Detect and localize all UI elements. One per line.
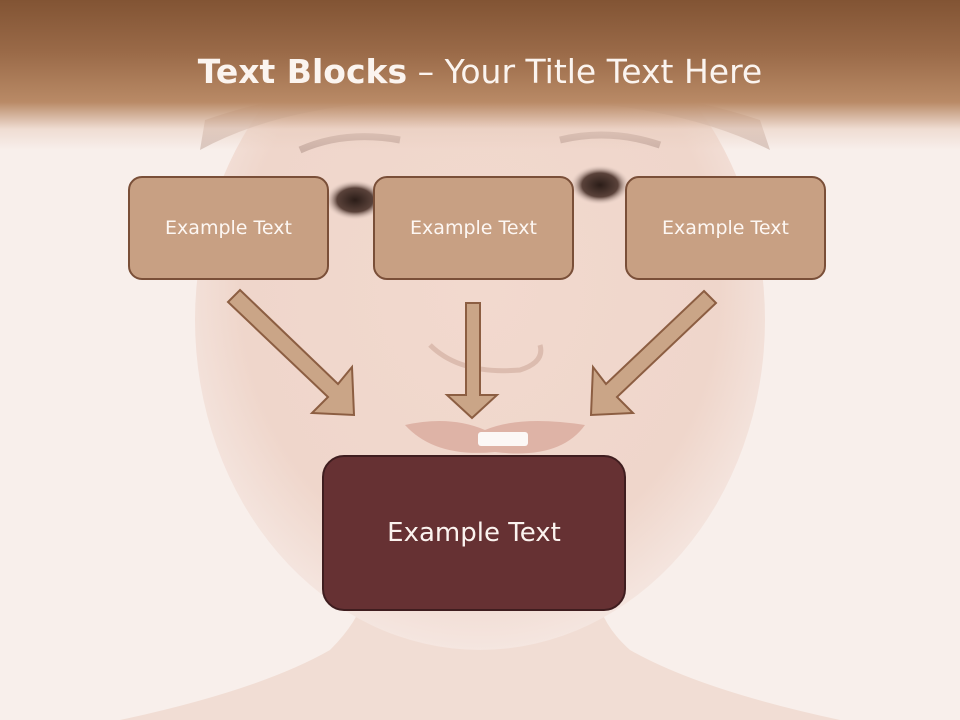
text-block-2-label: Example Text — [410, 217, 537, 239]
teeth — [478, 432, 528, 446]
text-block-1[interactable]: Example Text — [128, 176, 329, 280]
left-eye — [325, 180, 385, 220]
title-bold: Text Blocks — [197, 52, 408, 91]
slide-title: Text Blocks – Your Title Text Here — [0, 52, 960, 91]
target-block[interactable]: Example Text — [322, 455, 626, 611]
title-separator: – — [407, 52, 445, 91]
title-rest: Your Title Text Here — [444, 52, 763, 91]
text-block-3[interactable]: Example Text — [625, 176, 826, 280]
arrow-right — [589, 289, 718, 417]
target-block-label: Example Text — [387, 518, 561, 548]
text-block-2[interactable]: Example Text — [373, 176, 574, 280]
arrow-left — [226, 288, 356, 417]
text-block-1-label: Example Text — [165, 217, 292, 239]
header-band — [0, 0, 960, 150]
arrow-center — [444, 302, 500, 420]
right-eye — [570, 165, 630, 205]
nose — [428, 343, 544, 374]
text-block-3-label: Example Text — [662, 217, 789, 239]
